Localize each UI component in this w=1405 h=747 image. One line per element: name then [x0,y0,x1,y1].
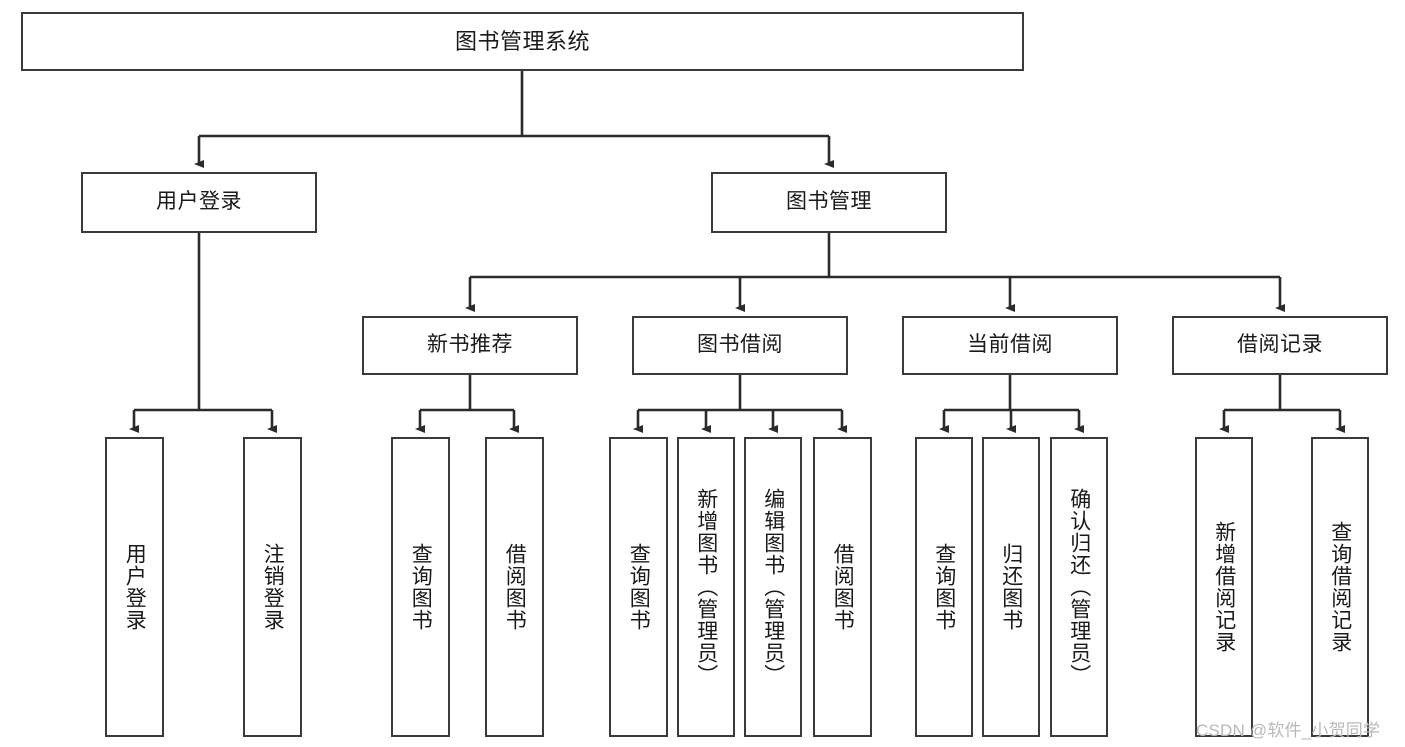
node-leaf-return-book[interactable]: 归还图书 [982,437,1040,737]
node-borrow-record-label: 借阅记录 [1237,333,1323,357]
node-leaf-user-logout-label: 注销登录 [261,543,285,631]
node-current-borrow[interactable]: 当前借阅 [902,316,1118,375]
node-leaf-query-book-2-label: 查询图书 [627,543,651,631]
node-book-borrow[interactable]: 图书借阅 [632,316,848,375]
node-leaf-confirm-return-label: 确认归还（管理员） [1067,488,1091,686]
node-leaf-query-record-label: 查询借阅记录 [1328,521,1352,653]
node-leaf-confirm-return[interactable]: 确认归还（管理员） [1050,437,1108,737]
node-leaf-add-book-label: 新增图书（管理员） [694,488,718,686]
node-leaf-edit-book[interactable]: 编辑图书（管理员） [744,437,802,737]
node-root-label: 图书管理系统 [454,28,590,54]
node-leaf-query-book-1-label: 查询图书 [409,543,433,631]
node-leaf-return-book-label: 归还图书 [999,543,1023,631]
node-borrow-record[interactable]: 借阅记录 [1172,316,1388,375]
watermark: CSDN @软件_小贺同学 [1196,721,1381,740]
node-user-login-label: 用户登录 [156,190,242,214]
node-leaf-query-book-3-label: 查询图书 [932,543,956,631]
node-leaf-borrow-book-1-label: 借阅图书 [503,543,527,631]
node-leaf-query-book-1[interactable]: 查询图书 [391,437,450,737]
node-leaf-query-record[interactable]: 查询借阅记录 [1311,437,1369,737]
node-current-borrow-label: 当前借阅 [967,333,1053,357]
node-book-management-label: 图书管理 [786,190,872,214]
node-leaf-add-record[interactable]: 新增借阅记录 [1195,437,1253,737]
node-user-login[interactable]: 用户登录 [81,172,317,233]
node-root[interactable]: 图书管理系统 [21,12,1024,71]
node-leaf-user-login-label: 用户登录 [123,543,147,631]
node-leaf-edit-book-label: 编辑图书（管理员） [761,488,785,686]
node-leaf-user-login[interactable]: 用户登录 [105,437,164,737]
node-leaf-add-book[interactable]: 新增图书（管理员） [677,437,735,737]
node-leaf-user-logout[interactable]: 注销登录 [243,437,302,737]
node-book-management[interactable]: 图书管理 [711,172,947,233]
node-new-book-recommend-label: 新书推荐 [427,333,513,357]
node-leaf-query-book-3[interactable]: 查询图书 [915,437,973,737]
node-leaf-borrow-book-2-label: 借阅图书 [831,543,855,631]
node-leaf-query-book-2[interactable]: 查询图书 [609,437,668,737]
node-new-book-recommend[interactable]: 新书推荐 [362,316,578,375]
node-leaf-borrow-book-2[interactable]: 借阅图书 [813,437,872,737]
node-leaf-borrow-book-1[interactable]: 借阅图书 [485,437,544,737]
node-leaf-add-record-label: 新增借阅记录 [1212,521,1236,653]
node-book-borrow-label: 图书借阅 [697,333,783,357]
